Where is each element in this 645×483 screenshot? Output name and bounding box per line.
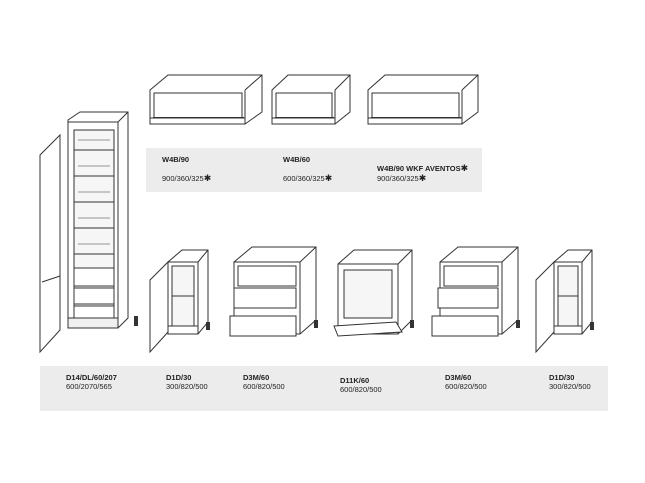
label-wall-unit-w4b-90-aventos: W4B/90 WKF AVENTOS✱	[377, 163, 469, 174]
dims-text: 300/820/500	[166, 382, 208, 391]
dims-wall-unit-w4b-60: 600/360/325✱	[283, 173, 333, 184]
cabinet-d3m-60-second-drawing	[431, 246, 520, 337]
dims-text: 900/360/325	[377, 174, 419, 183]
label-base-unit-d3m-60-second: D3M/60 600/820/500	[445, 373, 487, 391]
label-wall-unit-w4b-90: W4B/90	[162, 155, 189, 164]
asterisk-icon: ✱	[203, 173, 212, 183]
label-wall-unit-w4b-60: W4B/60	[283, 155, 310, 164]
dims-text: 300/820/500	[549, 382, 591, 391]
asterisk-icon: ✱	[418, 173, 427, 183]
dims-text: 600/820/500	[445, 382, 487, 391]
cabinet-d1d-30-right-drawing	[535, 249, 594, 354]
code-text: W4B/90 WKF AVENTOS	[377, 164, 461, 173]
cabinet-d14-dl-60-207-drawing	[39, 111, 138, 354]
cabinet-w4b-60-drawing	[271, 74, 351, 125]
code-text: W4B/60	[283, 155, 311, 164]
asterisk-icon: ✱	[460, 163, 469, 173]
label-base-unit-d3m-60-first: D3M/60 600/820/500	[243, 373, 285, 391]
cabinet-w4b-90-aventos-drawing	[367, 74, 479, 125]
code-text: D3M/60	[243, 373, 270, 382]
code-text: D11K/60	[340, 376, 370, 385]
dims-wall-unit-w4b-90: 900/360/325✱	[162, 173, 212, 184]
label-base-unit-d1d-30-right: D1D/30 300/820/500	[549, 373, 591, 391]
cabinet-d11k-60-drawing	[333, 249, 414, 337]
dims-text: 600/820/500	[243, 382, 285, 391]
cabinet-w4b-90-drawing	[149, 74, 263, 125]
cabinet-d1d-30-left-drawing	[149, 249, 210, 354]
label-base-unit-d14-dl-60-207: D14/DL/60/207 600/2070/565	[66, 373, 117, 391]
dims-text: 600/820/500	[340, 385, 382, 394]
code-text: D3M/60	[445, 373, 472, 382]
code-text: D1D/30	[549, 373, 575, 382]
asterisk-icon: ✱	[324, 173, 333, 183]
label-base-unit-d1d-30-left: D1D/30 300/820/500	[166, 373, 208, 391]
dims-wall-unit-w4b-90-aventos: 900/360/325✱	[377, 173, 427, 184]
code-text: D14/DL/60/207	[66, 373, 117, 382]
dims-text: 600/360/325	[283, 174, 325, 183]
code-text: W4B/90	[162, 155, 190, 164]
dims-text: 600/2070/565	[66, 382, 112, 391]
base-units-label-band	[40, 366, 608, 411]
wall-units-label-band	[146, 148, 482, 192]
code-text: D1D/30	[166, 373, 192, 382]
cabinet-d3m-60-first-drawing	[229, 246, 318, 337]
dims-text: 900/360/325	[162, 174, 204, 183]
label-base-unit-d11k-60: D11K/60 600/820/500	[340, 376, 382, 394]
